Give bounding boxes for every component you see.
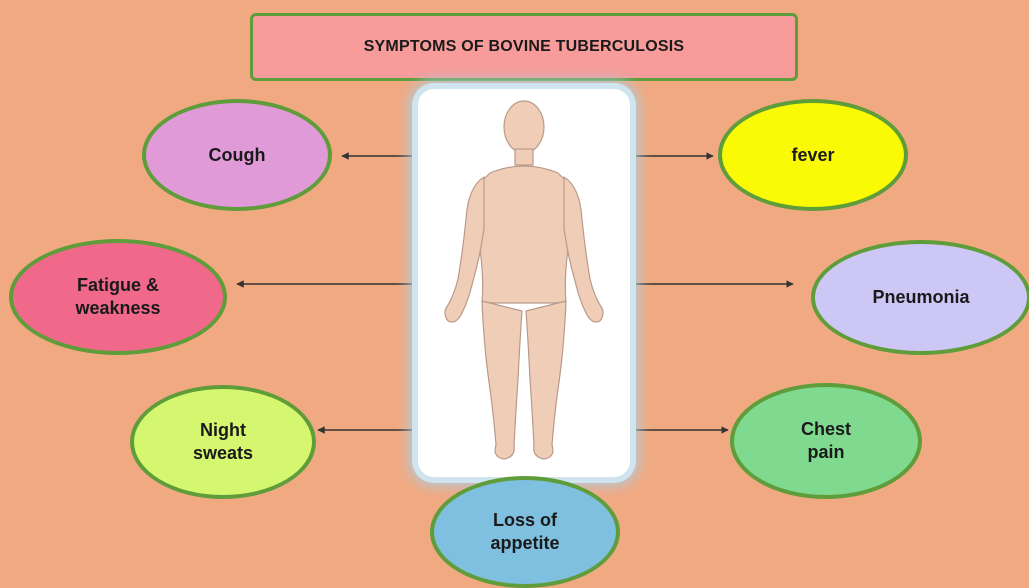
- symptom-pneumonia-label: Pneumonia: [872, 286, 969, 309]
- symptom-night-sweats-label-line1: Night: [200, 420, 246, 440]
- human-body-icon: [418, 89, 630, 477]
- symptom-pneumonia: Pneumonia: [811, 240, 1031, 355]
- symptom-chest-pain-label-line2: pain: [807, 442, 844, 462]
- symptom-fatigue-weakness: Fatigue & weakness: [9, 239, 227, 355]
- symptom-fatigue-label-line1: Fatigue &: [77, 275, 159, 295]
- symptom-chest-pain: Chest pain: [730, 383, 922, 499]
- symptom-fever: fever: [718, 99, 908, 211]
- symptom-cough-label: Cough: [209, 144, 266, 167]
- symptom-loss-of-appetite-label-line2: appetite: [490, 533, 559, 553]
- symptom-fatigue-label: Fatigue & weakness: [75, 274, 160, 320]
- symptom-fever-label: fever: [791, 144, 834, 167]
- symptom-fatigue-label-line2: weakness: [75, 298, 160, 318]
- symptom-night-sweats-label-line2: sweats: [193, 443, 253, 463]
- right-edge-strip: [1029, 0, 1035, 588]
- body-panel: [418, 89, 630, 477]
- symptom-chest-pain-label-line1: Chest: [801, 419, 851, 439]
- symptom-loss-of-appetite: Loss of appetite: [430, 476, 620, 588]
- symptom-loss-of-appetite-label: Loss of appetite: [490, 509, 559, 555]
- symptom-loss-of-appetite-label-line1: Loss of: [493, 510, 557, 530]
- symptom-chest-pain-label: Chest pain: [801, 418, 851, 464]
- symptom-night-sweats-label: Night sweats: [193, 419, 253, 465]
- symptom-night-sweats: Night sweats: [130, 385, 316, 499]
- symptom-cough: Cough: [142, 99, 332, 211]
